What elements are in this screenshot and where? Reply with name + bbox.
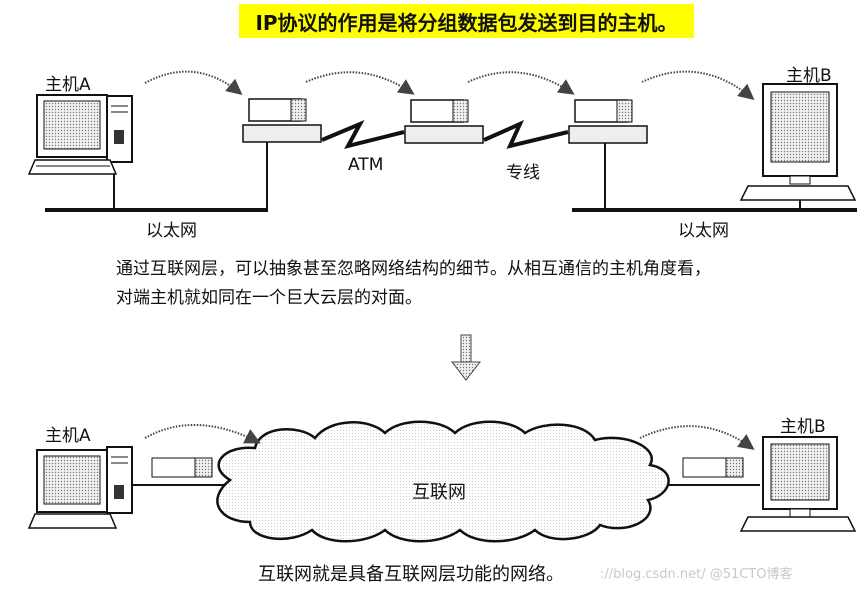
internet-cloud-label: 互联网 <box>412 482 466 503</box>
router-icon-1 <box>242 98 322 143</box>
caption: 互联网就是具备互联网层功能的网络。 <box>258 564 564 585</box>
description-paragraph: 通过互联网层，可以抽象甚至忽略网络结构的细节。从相互通信的主机角度看， 对端主机… <box>116 255 856 313</box>
computer-icon <box>739 436 857 532</box>
computer-icon <box>27 94 133 175</box>
flow-arrow <box>144 424 755 450</box>
host-a-label: 主机A <box>45 426 91 446</box>
host-b-label: 主机B <box>786 66 832 86</box>
router-icon-2 <box>404 99 484 144</box>
ethernet-label-right: 以太网 <box>678 221 729 241</box>
leased-line-link <box>483 120 569 149</box>
atm-link <box>321 119 405 150</box>
computer-icon <box>27 446 133 529</box>
title-banner: IP协议的作用是将分组数据包发送到目的主机。 <box>239 4 694 38</box>
host-b-label: 主机B <box>780 417 826 437</box>
computer-icon <box>739 83 857 201</box>
leased-line-label: 专线 <box>506 163 540 183</box>
atm-label: ATM <box>348 155 384 175</box>
down-arrow-icon <box>450 334 482 381</box>
description-line: 对端主机就如同在一个巨大云层的对面。 <box>116 288 422 308</box>
watermark: ://blog.csdn.net/ @51CTO博客 <box>600 567 793 582</box>
protocol-stack-box <box>151 457 213 478</box>
description-line: 通过互联网层，可以抽象甚至忽略网络结构的细节。从相互通信的主机角度看， <box>116 259 711 279</box>
host-a-label: 主机A <box>45 75 91 95</box>
protocol-stack-box <box>682 457 744 478</box>
internet-cloud <box>216 420 670 543</box>
ethernet-label-left: 以太网 <box>146 221 197 241</box>
router-icon-3 <box>568 99 648 144</box>
flow-arrow <box>144 70 755 101</box>
